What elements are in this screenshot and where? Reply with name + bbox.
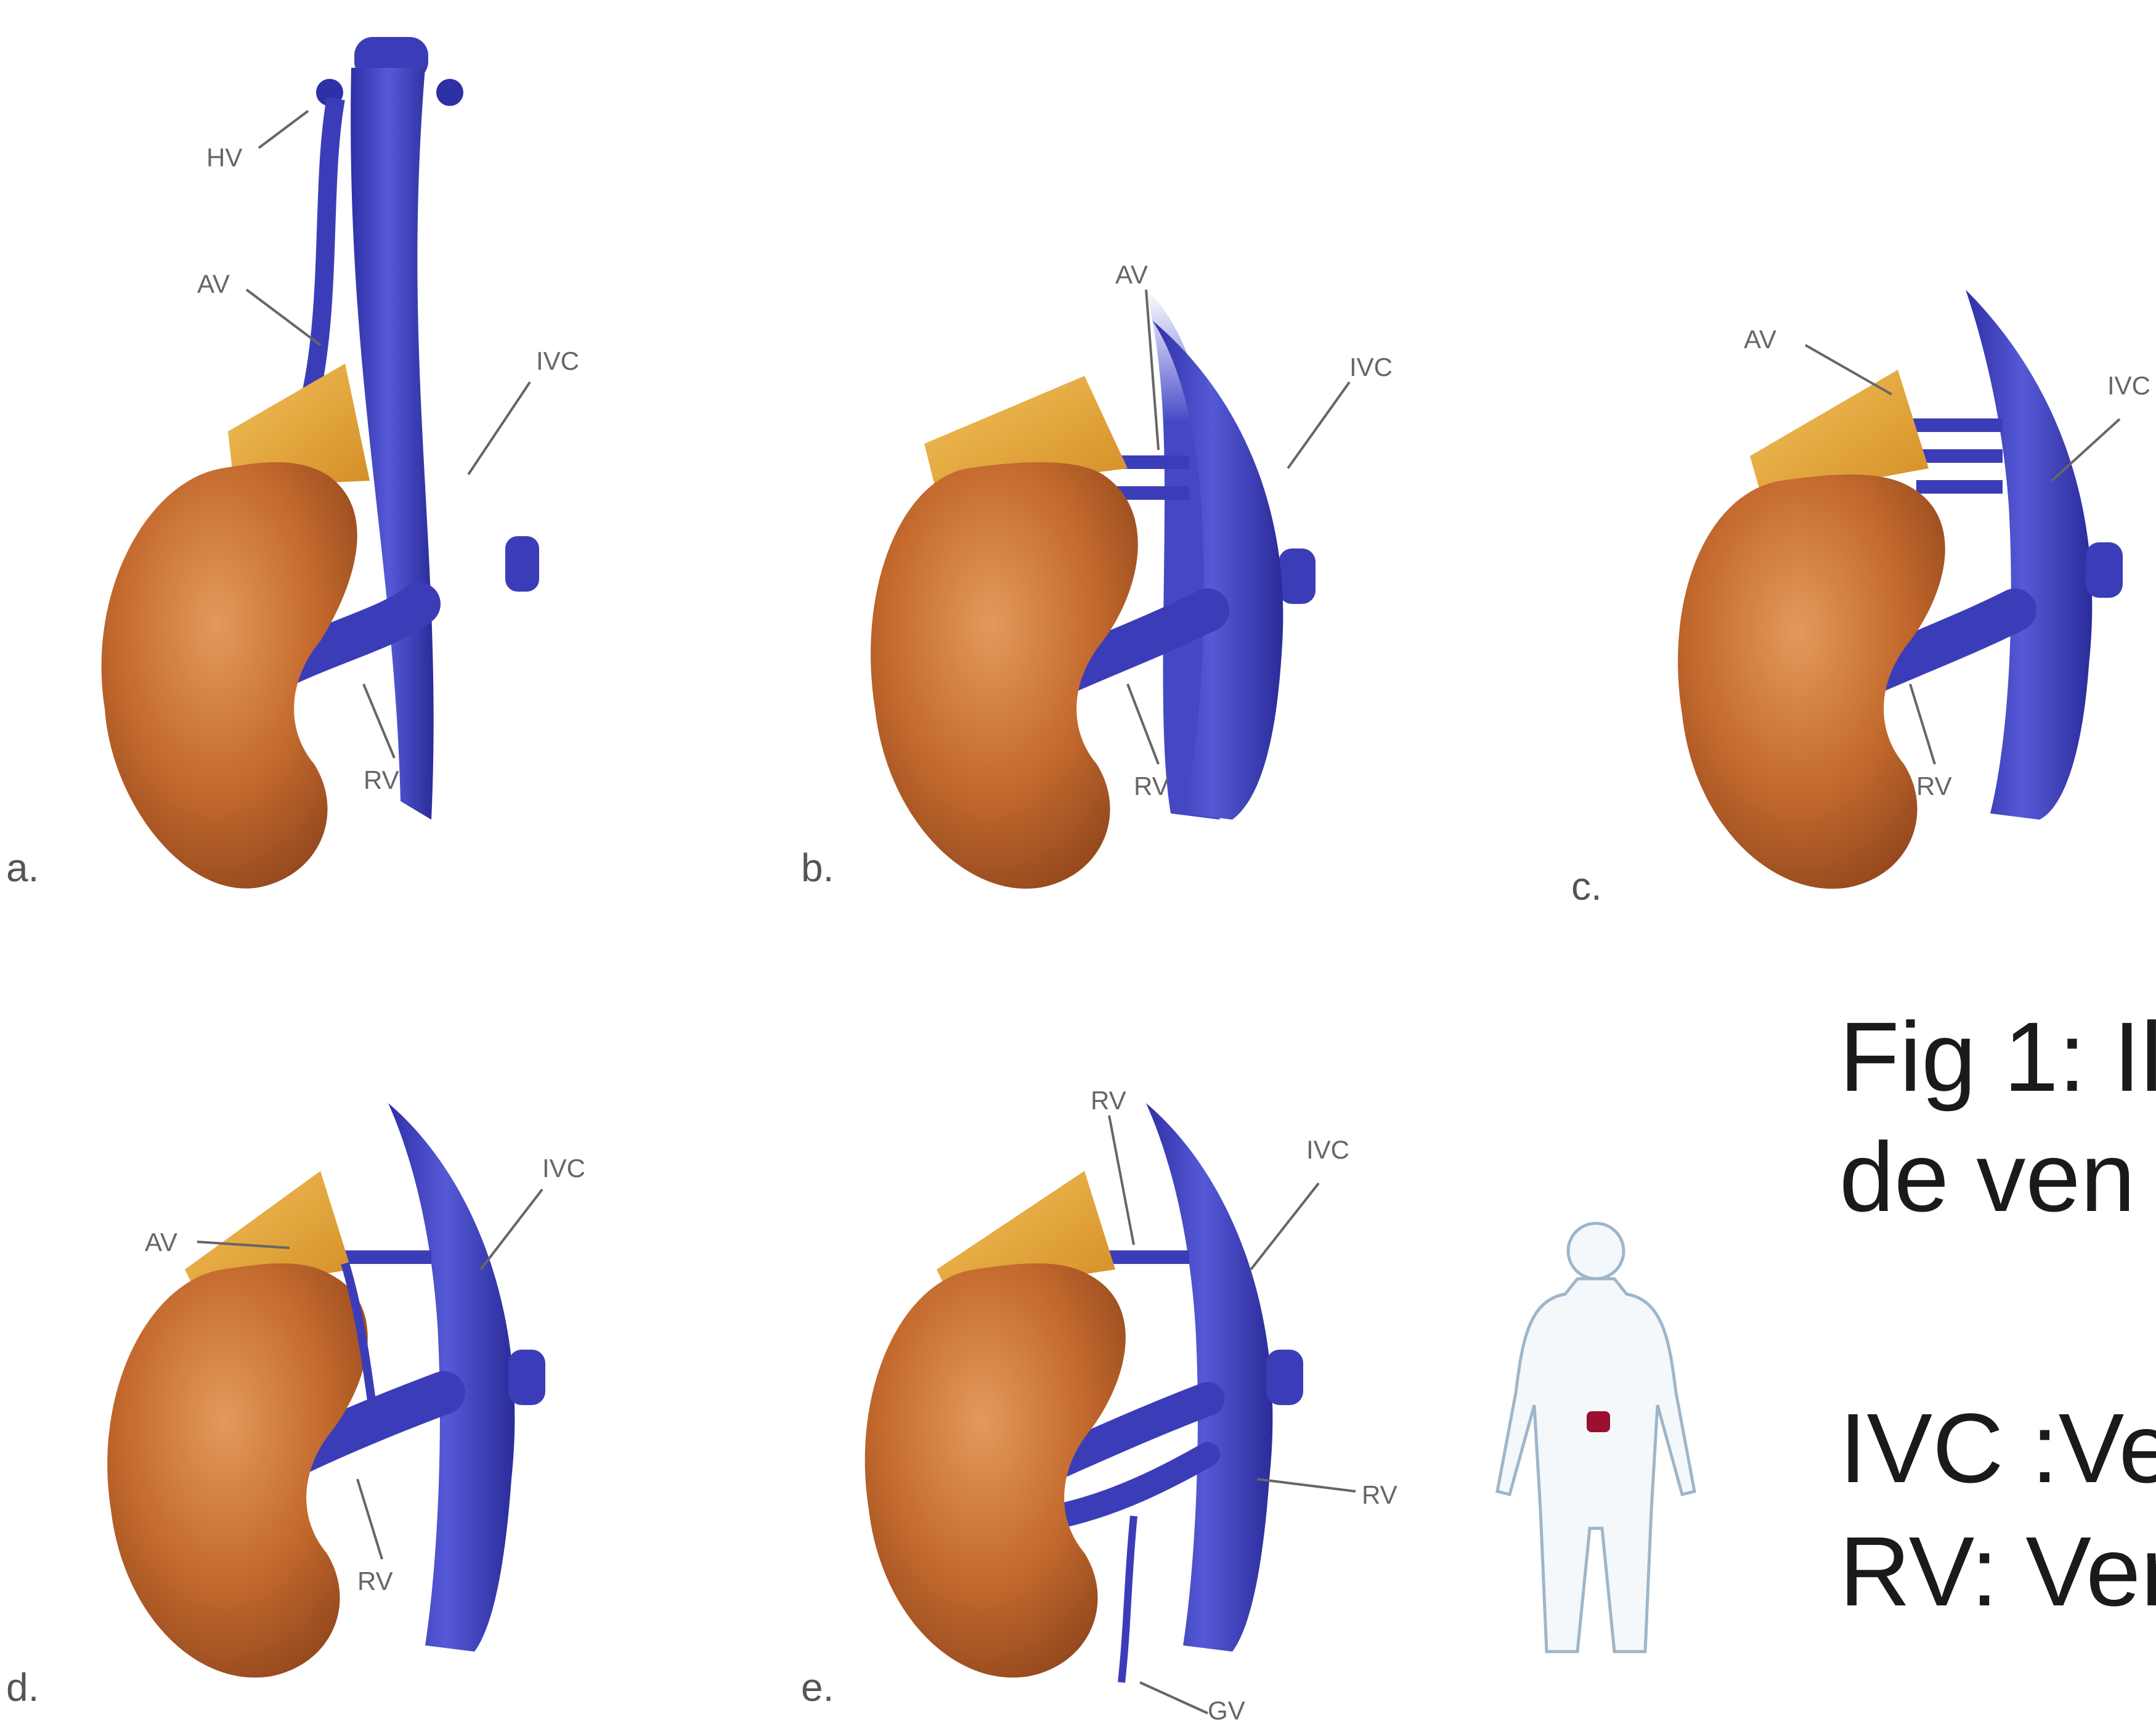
ivc-body [1146,1103,1272,1652]
panel-letter-e: e. [801,1665,834,1710]
panel-letter-a: a. [6,846,39,890]
ivc-body [1966,290,2092,820]
panel-a: HV AV IVC RV a. [6,37,579,890]
panel-c: AV IVC RV c. [1571,290,2150,908]
label-rv: RV [1134,772,1170,801]
label-av: AV [1744,325,1776,354]
panel-letter-b: b. [801,846,834,890]
label-rv: RV [364,765,399,794]
human-body-icon [1497,1223,1694,1652]
panel-d: AV IVC RV d. [6,1103,585,1710]
gonadal-vein [1121,1516,1134,1682]
label-hv: HV [206,143,242,172]
label-gv: GV [1208,1696,1245,1720]
caption-line-1: Fig 1: Il [1839,1008,2156,1106]
hepatic-vein [308,99,336,407]
label-ivc: IVC [1306,1135,1349,1164]
kidney [107,1263,368,1677]
kidney-marker [1587,1411,1610,1432]
label-ivc: IVC [542,1154,585,1183]
panel-b: AV IVC RV b. [801,260,1393,890]
label-av: AV [145,1228,177,1257]
label-ivc: IVC [2107,371,2150,400]
label-rv: RV [1916,772,1952,801]
caption-line-4: RV: Ver [1839,1522,2156,1621]
panel-e: RV IVC RV GV e. [801,1086,1397,1720]
ivc-branch [1279,548,1316,604]
kidney [102,462,357,889]
label-ivc: IVC [1349,353,1393,381]
panel-letter-d: d. [6,1665,39,1710]
ivc-branch [2086,542,2123,598]
panel-letter-c: c. [1571,864,1602,908]
ivc-branch [508,1350,545,1405]
label-av: AV [197,269,230,298]
caption-line-3: IVC :Ve [1839,1399,2156,1498]
ivc-branch [1266,1350,1303,1405]
label-rv-top: RV [1091,1086,1126,1115]
label-ivc: IVC [536,346,579,375]
label-av: AV [1115,260,1148,289]
kidney [865,1263,1126,1677]
label-rv-side: RV [1362,1480,1397,1509]
caption-line-2: de ven [1839,1128,2135,1226]
label-rv: RV [357,1567,393,1596]
